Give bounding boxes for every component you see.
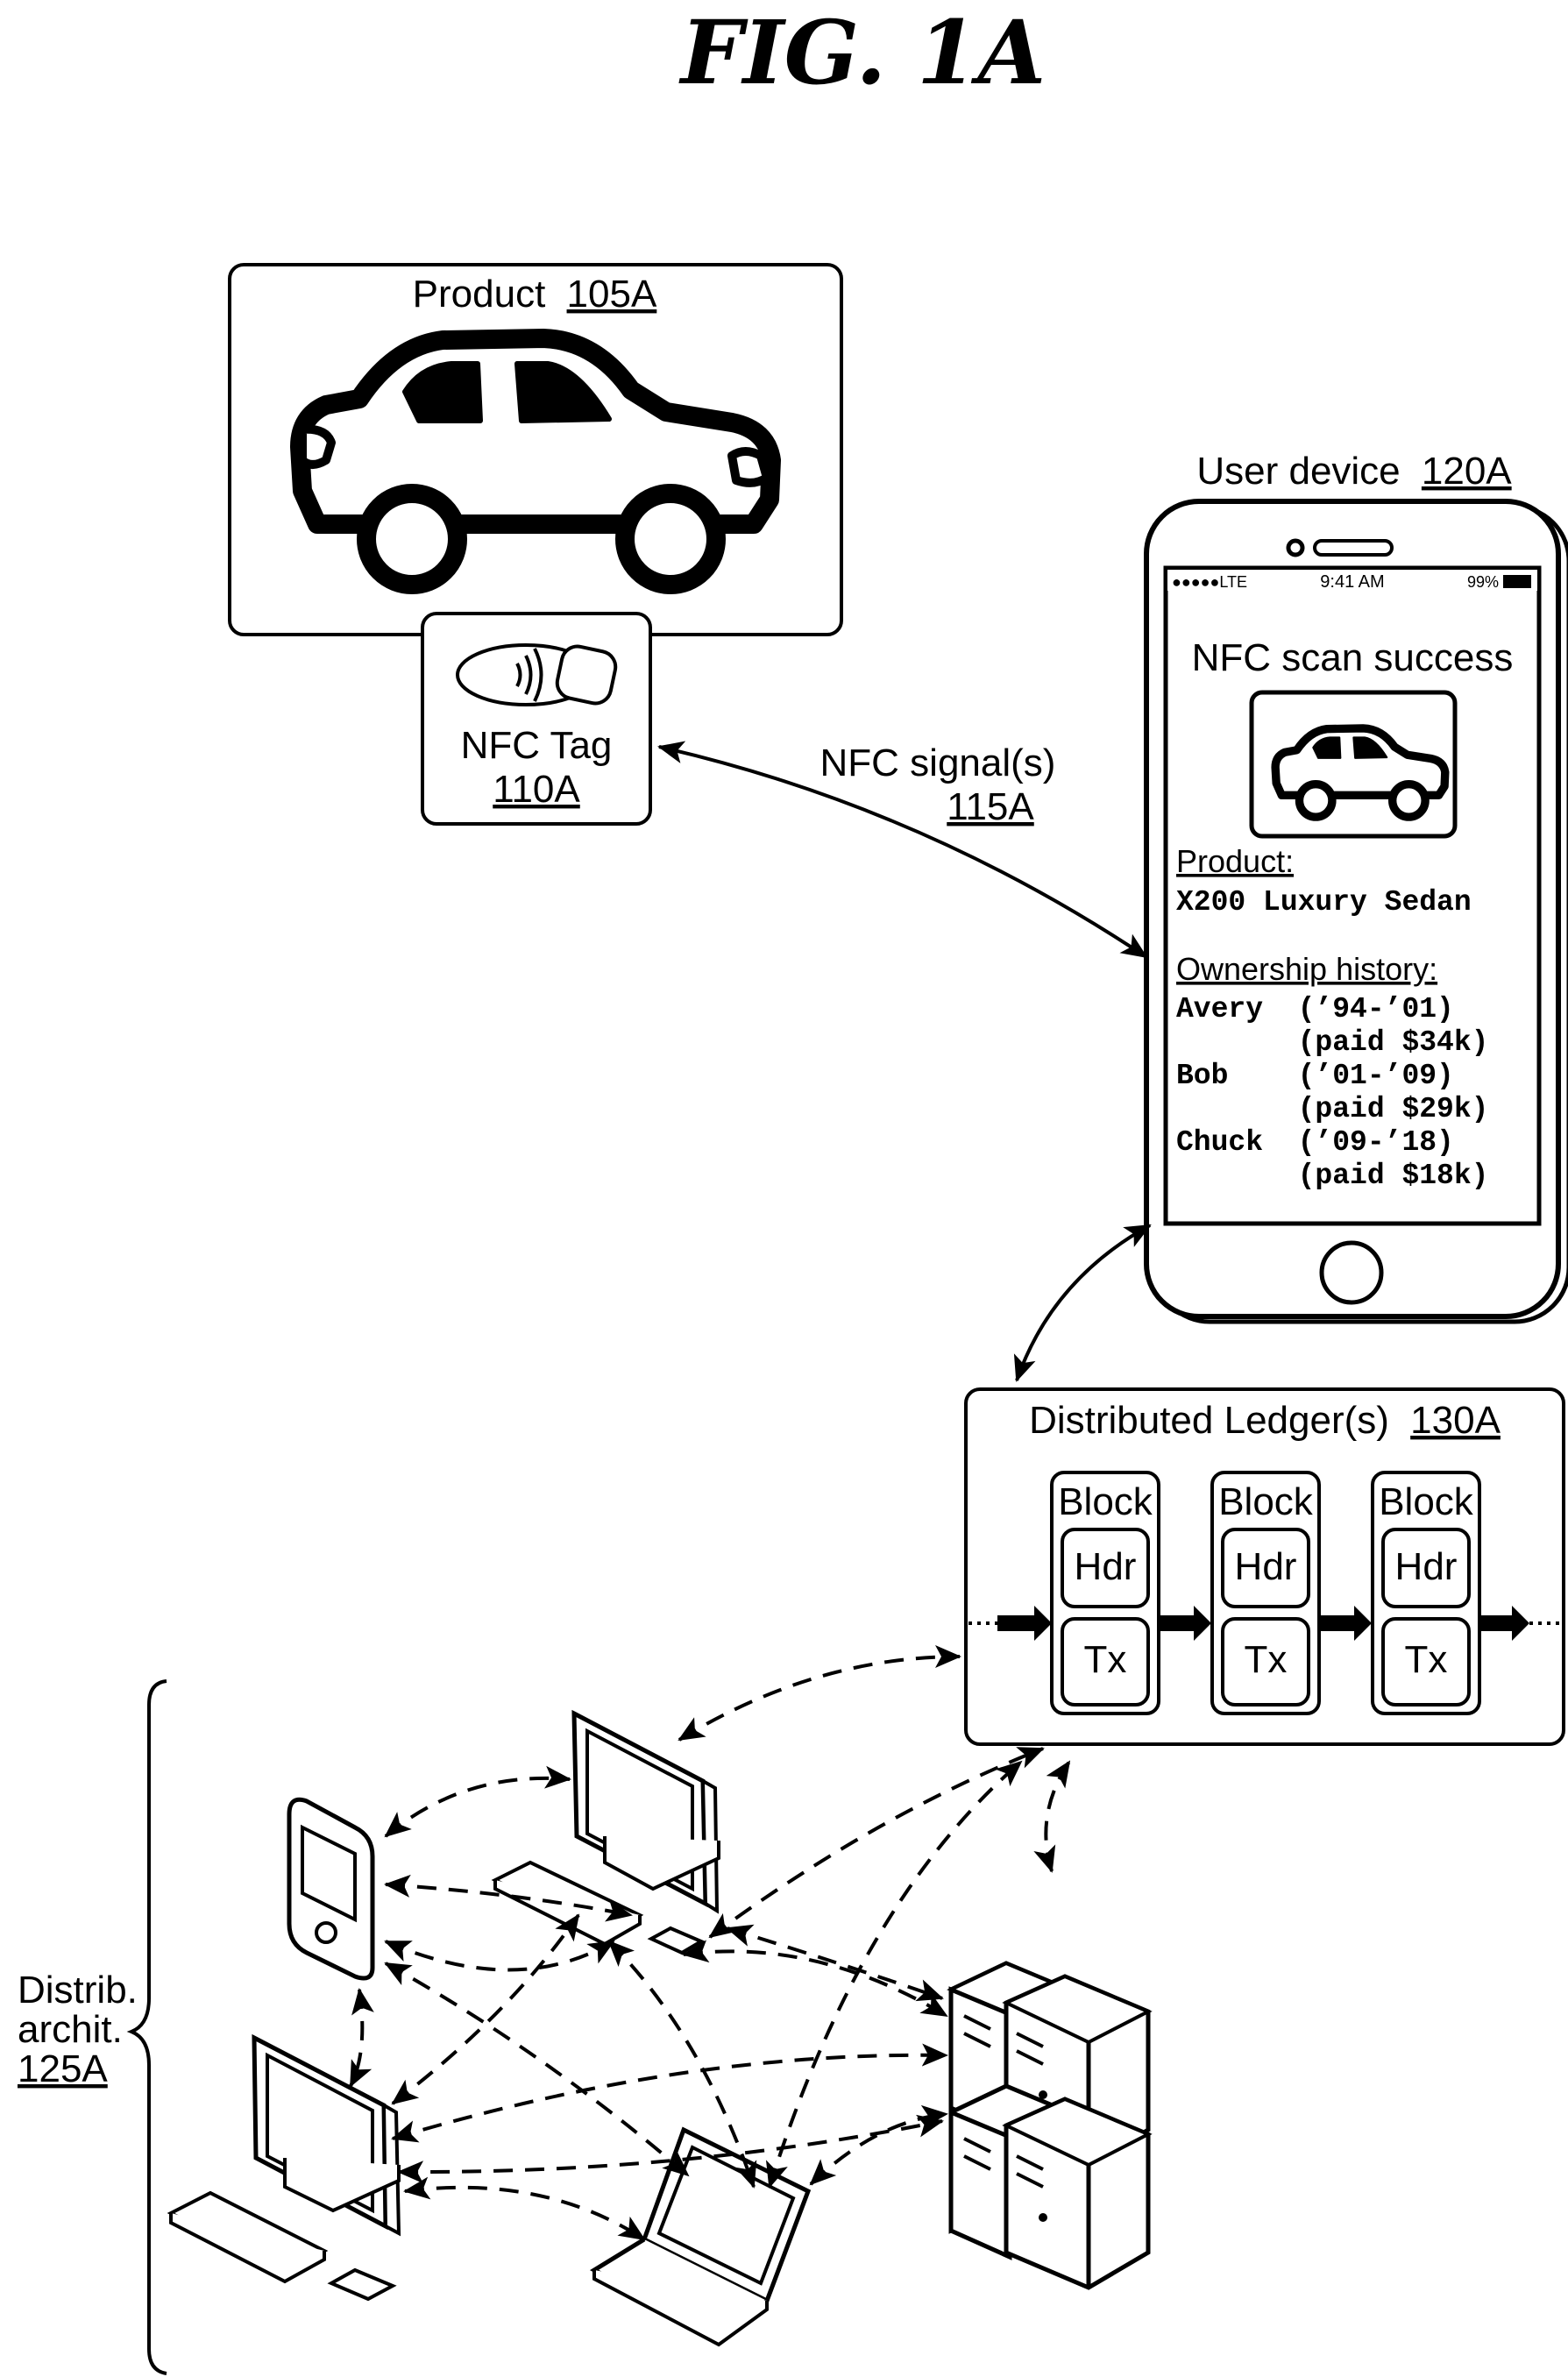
nfc-signal-label: NFC signal(s) <box>820 741 1056 784</box>
ledger-ref: 130A <box>1410 1399 1501 1442</box>
server-icon <box>951 1963 1148 2288</box>
distrib-label-line1: Distrib. <box>18 1969 138 2012</box>
status-time: 9:41 AM <box>1320 572 1384 592</box>
history-line: (paid $29k) <box>1176 1093 1488 1125</box>
block-title: Block <box>1379 1480 1474 1523</box>
ledger-block: Block Hdr Tx <box>1212 1472 1319 1714</box>
history-line: Avery (’94-’01) <box>1176 993 1454 1025</box>
ledger-label: Distributed Ledger(s) <box>1029 1399 1389 1442</box>
product-label: Product <box>413 273 546 316</box>
screen-product-label: Product: <box>1176 843 1294 879</box>
user-device-ref: 120A <box>1422 450 1512 493</box>
block-tx: Tx <box>1084 1638 1127 1681</box>
pda-icon <box>289 1799 372 1978</box>
screen-product-name: X200 Luxury Sedan <box>1176 886 1472 919</box>
product-box: Product 105A <box>230 265 841 635</box>
nfc-tag-box: NFC Tag 110A <box>422 614 650 824</box>
svg-text:Distributed Ledger(s) 13: Distributed Ledger(s) 130A <box>1029 1399 1501 1442</box>
nfc-tag-label: NFC Tag <box>461 724 613 767</box>
ledger-block: Block Hdr Tx <box>1373 1472 1479 1714</box>
user-device-label: User device <box>1196 450 1400 493</box>
battery-icon <box>1504 576 1530 587</box>
distrib-label-ref: 125A <box>18 2047 108 2090</box>
distrib-brace <box>131 1681 167 2373</box>
block-title: Block <box>1218 1480 1314 1523</box>
nfc-tag-ref: 110A <box>493 768 580 811</box>
figure-title: FIG. 1A <box>678 1 1046 104</box>
user-device: User device 120A ●●●●●LTE 9:41 AM 99% NF… <box>1146 450 1568 1322</box>
desktop-computer-icon <box>171 2038 399 2299</box>
status-carrier: ●●●●●LTE <box>1172 573 1247 591</box>
svg-text:User device 120A: User device 120A <box>1196 450 1512 493</box>
block-header: Hdr <box>1395 1545 1458 1588</box>
history-line: Chuck (’09-’18) <box>1176 1126 1454 1159</box>
status-battery: 99% <box>1467 573 1499 591</box>
history-line: Bob (’01-’09) <box>1176 1060 1454 1092</box>
ownership-history-list: Avery (’94-’01) (paid $34k) Bob (’01-’09… <box>1176 993 1488 1192</box>
block-tx: Tx <box>1245 1638 1288 1681</box>
block-title: Block <box>1058 1480 1153 1523</box>
product-ref: 105A <box>567 273 657 316</box>
screen-heading: NFC scan success <box>1192 636 1514 679</box>
distributed-ledger-box: Distributed Ledger(s) 130A Block Hdr Tx … <box>966 1389 1564 1744</box>
device-ledger-arrow <box>1017 1225 1150 1380</box>
distrib-label-line2: archit. <box>18 2008 123 2051</box>
history-line: (paid $18k) <box>1176 1160 1488 1192</box>
history-line: (paid $34k) <box>1176 1026 1488 1059</box>
screen-history-label: Ownership history: <box>1176 951 1437 987</box>
ledger-block: Block Hdr Tx <box>1052 1472 1159 1714</box>
laptop-icon <box>594 2130 808 2345</box>
desktop-computer-icon <box>495 1714 719 1953</box>
nfc-tag-icon <box>458 643 619 706</box>
nfc-signal-ref: 115A <box>947 785 1034 828</box>
block-header: Hdr <box>1075 1545 1137 1588</box>
block-header: Hdr <box>1235 1545 1297 1588</box>
block-tx: Tx <box>1405 1638 1448 1681</box>
svg-text:Product 105A: Product 105A <box>413 273 657 316</box>
